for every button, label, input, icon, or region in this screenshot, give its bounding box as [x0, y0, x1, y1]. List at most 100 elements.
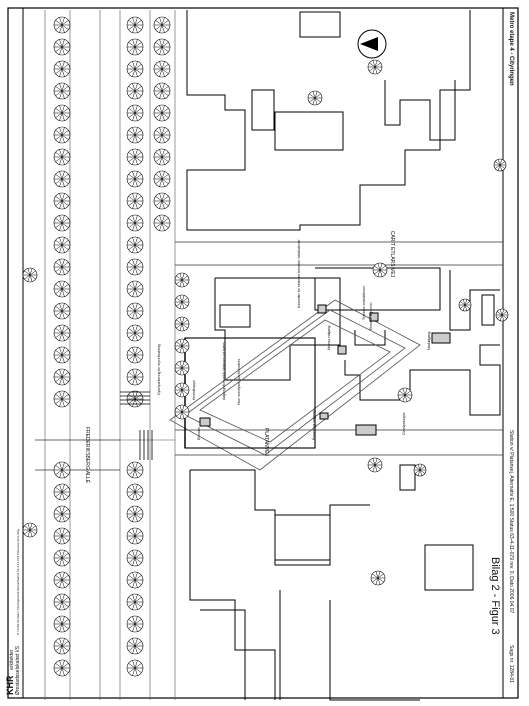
tree-symbol [126, 483, 144, 501]
tree-symbol [126, 527, 144, 545]
tree-symbol [53, 236, 71, 254]
tree-symbol [126, 148, 144, 166]
tree-symbol [126, 192, 144, 210]
tree-symbol [174, 272, 190, 288]
tree-symbol [22, 522, 38, 538]
tree-symbol [126, 461, 144, 479]
figure-label: Bilag 2 - Figur 3 [489, 557, 501, 635]
tree-symbol [126, 637, 144, 655]
annotation-notes-4: Niveau indgang [327, 326, 331, 350]
tree-symbol [53, 390, 71, 408]
tree-symbol [126, 346, 144, 364]
tree-symbol [153, 104, 171, 122]
station-description: Station v/ Platanvej, Alternativ E, 1:50… [508, 430, 514, 613]
street-label-frederiksberg-alle: FREDERIKSBERG ALLÉ [84, 427, 91, 484]
tree-symbol [153, 214, 171, 232]
tree-symbol [174, 404, 190, 420]
tree-symbol [53, 637, 71, 655]
drawing-frame [7, 7, 519, 699]
tree-symbol [126, 60, 144, 78]
tree-symbol [174, 360, 190, 376]
crosswalk [120, 391, 153, 460]
tree-symbol [126, 126, 144, 144]
tree-symbol [174, 382, 190, 398]
annotation-hovedtrappe: Hovedtrappe [192, 380, 196, 400]
tree-symbol [174, 338, 190, 354]
tree-symbol [53, 346, 71, 364]
tree-symbol [53, 280, 71, 298]
tree-symbol [126, 280, 144, 298]
tree-symbol [126, 390, 144, 408]
tree-symbol [126, 549, 144, 567]
tree-symbol [53, 324, 71, 342]
tree-symbol [153, 170, 171, 188]
tree-symbol [53, 60, 71, 78]
tree-symbol [126, 258, 144, 276]
tree-symbol [22, 267, 38, 283]
project-title: Metro etape 4 - Cityringen [508, 12, 514, 86]
tree-symbol [126, 214, 144, 232]
tree-symbol [367, 457, 383, 473]
tree-symbol [126, 368, 144, 386]
file-path: P:/ 1284-01 Metro Cityringen/2/2-Status/… [16, 529, 20, 635]
street-label-platanvej: PLATANVEJ [263, 428, 269, 456]
street-trees [22, 16, 509, 677]
tree-symbol [153, 192, 171, 210]
client-name: Ørestadsselskabet I/S [15, 645, 21, 695]
tree-symbol [53, 170, 71, 188]
tree-symbol [53, 483, 71, 501]
street-edges [35, 241, 503, 471]
tree-symbol [413, 463, 427, 477]
tree-symbol [495, 308, 509, 322]
annotation-elevator: Elevator [197, 426, 201, 440]
khr-logo: KHR [5, 675, 15, 695]
tree-symbol [53, 527, 71, 545]
annotation-notes-2: Hvor ovenlyset skal forbedres [237, 359, 241, 405]
tree-symbol [493, 158, 507, 172]
annotation-notes-1: Adgangsforhold til stationen på tværs [222, 342, 226, 400]
tree-symbol [126, 82, 144, 100]
tree-symbol [53, 126, 71, 144]
tree-symbol [174, 294, 190, 310]
tree-symbol [153, 60, 171, 78]
tree-symbol [53, 104, 71, 122]
tree-symbol [53, 258, 71, 276]
tree-symbol [174, 316, 190, 332]
annotation-notes-6: Ovenlystrappe [402, 412, 406, 435]
boulevard-lines [44, 10, 176, 700]
tree-symbol [53, 148, 71, 166]
tree-symbol [126, 16, 144, 34]
tree-symbol [307, 90, 323, 106]
tree-symbol [53, 615, 71, 633]
tree-symbol [126, 505, 144, 523]
tree-symbol [126, 324, 144, 342]
tree-symbol [126, 302, 144, 320]
tree-symbol [126, 38, 144, 56]
annotation-notes-7: Elevator til perron [369, 303, 373, 330]
tree-symbol [126, 571, 144, 589]
architect-word: arkitekter [9, 649, 15, 670]
tree-symbol [53, 659, 71, 677]
tree-symbol [53, 16, 71, 34]
tree-symbol [153, 16, 171, 34]
tree-symbol [153, 126, 171, 144]
tree-symbol [126, 593, 144, 611]
tree-symbol [126, 236, 144, 254]
annotation-rood-box-2: Tekniske installationer [362, 285, 366, 320]
tree-symbol [53, 302, 71, 320]
north-arrow [357, 29, 387, 59]
tree-symbol [53, 461, 71, 479]
annotation-cykelparkering: Cykelparkering for mycelslutning [157, 344, 161, 395]
sags-number: Sags nr. 1284-01 [508, 645, 514, 683]
tree-symbol [53, 38, 71, 56]
tree-symbol [372, 262, 388, 278]
street-label-carit-etlars-vej: CARIT ETLARS VEJ [389, 231, 395, 278]
tree-symbol [126, 615, 144, 633]
annotation-notes-5: Nødudgang [427, 332, 431, 350]
tree-symbol [367, 59, 383, 75]
tree-symbol [53, 82, 71, 100]
tree-symbol [53, 505, 71, 523]
equipment [199, 304, 451, 436]
tree-symbol [126, 170, 144, 188]
